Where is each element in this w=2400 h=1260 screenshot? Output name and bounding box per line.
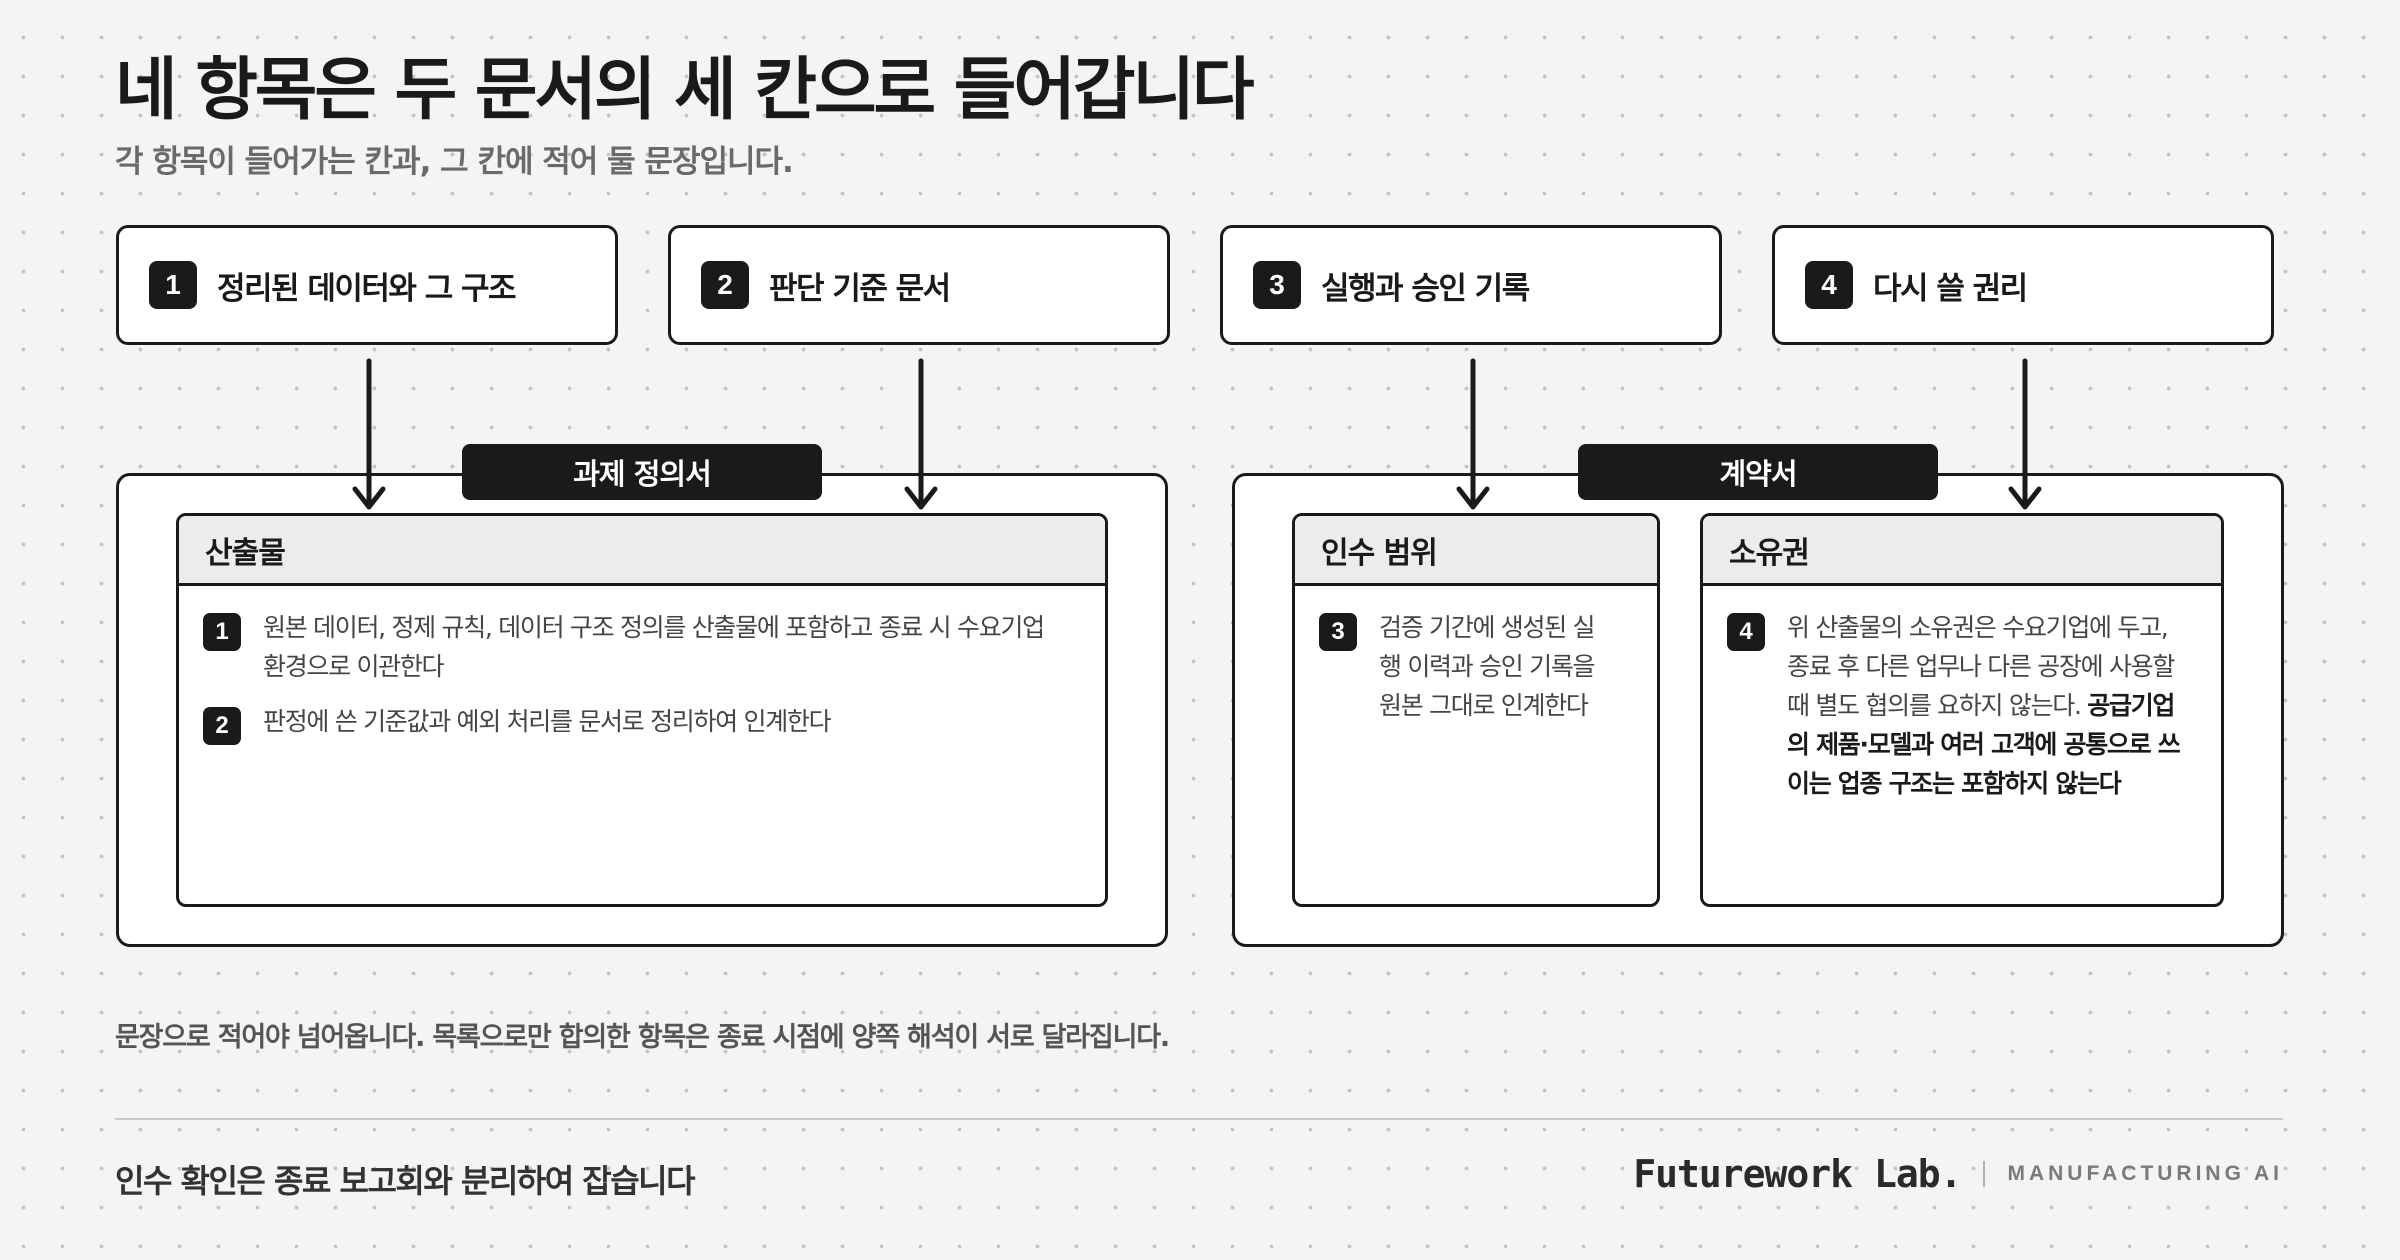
entry-text-main: 위 산출물의 소유권은 수요기업에 두고, 종료 후 다른 업무나 다른 공장에… bbox=[1787, 613, 2175, 720]
entry-text: 검증 기간에 생성된 실행 이력과 승인 기록을 원본 그대로 인계한다 bbox=[1379, 613, 1596, 720]
page-title: 네 항목은 두 문서의 세 칸으로 들어갑니다 bbox=[115, 51, 1255, 130]
section-deliverables: 산출물 1 원본 데이터, 정제 규칙, 데이터 구조 정의를 산출물에 포함하… bbox=[176, 513, 1108, 907]
entry-3: 3 검증 기간에 생성된 실행 이력과 승인 기록을 원본 그대로 인계한다 bbox=[1319, 608, 1633, 725]
entry-text: 원본 데이터, 정제 규칙, 데이터 구조 정의를 산출물에 포함하고 종료 시… bbox=[263, 613, 1045, 681]
entry-text: 판정에 쓴 기준값과 예외 처리를 문서로 정리하여 인계한다 bbox=[263, 707, 832, 736]
section-heading: 인수 범위 bbox=[1295, 516, 1657, 586]
item-number-badge: 1 bbox=[149, 261, 197, 309]
item-number-badge: 4 bbox=[1805, 261, 1853, 309]
page-subtitle: 각 항목이 들어가는 칸과, 그 칸에 적어 둘 문장입니다. bbox=[115, 144, 794, 180]
entry-number-badge: 2 bbox=[203, 707, 241, 745]
item-label: 다시 쓸 권리 bbox=[1873, 270, 2028, 307]
section-acceptance-scope: 인수 범위 3 검증 기간에 생성된 실행 이력과 승인 기록을 원본 그대로 … bbox=[1292, 513, 1660, 907]
section-ownership: 소유권 4 위 산출물의 소유권은 수요기업에 두고, 종료 후 다른 업무나 … bbox=[1700, 513, 2224, 907]
brand-block: Futurework Lab. MANUFACTURING AI bbox=[1633, 1152, 2283, 1196]
explanatory-note: 문장으로 적어야 넘어옵니다. 목록으로만 합의한 항목은 종료 시점에 양쪽 … bbox=[115, 1022, 1170, 1053]
item-card-4: 4 다시 쓸 권리 bbox=[1772, 225, 2274, 345]
footer-note: 인수 확인은 종료 보고회와 분리하여 잡습니다 bbox=[115, 1162, 696, 1200]
item-label: 정리된 데이터와 그 구조 bbox=[217, 270, 517, 307]
footer-divider bbox=[115, 1118, 2283, 1120]
entry-number-badge: 4 bbox=[1727, 613, 1765, 651]
item-number-badge: 3 bbox=[1253, 261, 1301, 309]
item-card-1: 1 정리된 데이터와 그 구조 bbox=[116, 225, 618, 345]
brand-tagline: MANUFACTURING AI bbox=[2007, 1162, 2283, 1185]
document-tag-contract: 계약서 bbox=[1578, 444, 1938, 500]
entry-4: 4 위 산출물의 소유권은 수요기업에 두고, 종료 후 다른 업무나 다른 공… bbox=[1727, 608, 2197, 803]
item-card-3: 3 실행과 승인 기록 bbox=[1220, 225, 1722, 345]
entry-text: 위 산출물의 소유권은 수요기업에 두고, 종료 후 다른 업무나 다른 공장에… bbox=[1787, 608, 2191, 803]
item-card-2: 2 판단 기준 문서 bbox=[668, 225, 1170, 345]
entry-1: 1 원본 데이터, 정제 규칙, 데이터 구조 정의를 산출물에 포함하고 종료… bbox=[203, 608, 1081, 686]
entry-number-badge: 1 bbox=[203, 613, 241, 651]
entry-2: 2 판정에 쓴 기준값과 예외 처리를 문서로 정리하여 인계한다 bbox=[203, 702, 1081, 745]
brand-logo: Futurework Lab. bbox=[1633, 1152, 1962, 1196]
section-heading: 소유권 bbox=[1703, 516, 2221, 586]
section-heading: 산출물 bbox=[179, 516, 1105, 586]
item-number-badge: 2 bbox=[701, 261, 749, 309]
entry-text-emphasis: 공급기업의 제품·모델과 여러 고객에 공통으로 쓰이는 업종 구조는 포함하지… bbox=[1787, 691, 2181, 798]
document-tag-task-definition: 과제 정의서 bbox=[462, 444, 822, 500]
entry-number-badge: 3 bbox=[1319, 613, 1357, 651]
item-label: 판단 기준 문서 bbox=[769, 270, 951, 307]
brand-separator bbox=[1983, 1161, 1986, 1187]
item-label: 실행과 승인 기록 bbox=[1321, 270, 1530, 307]
